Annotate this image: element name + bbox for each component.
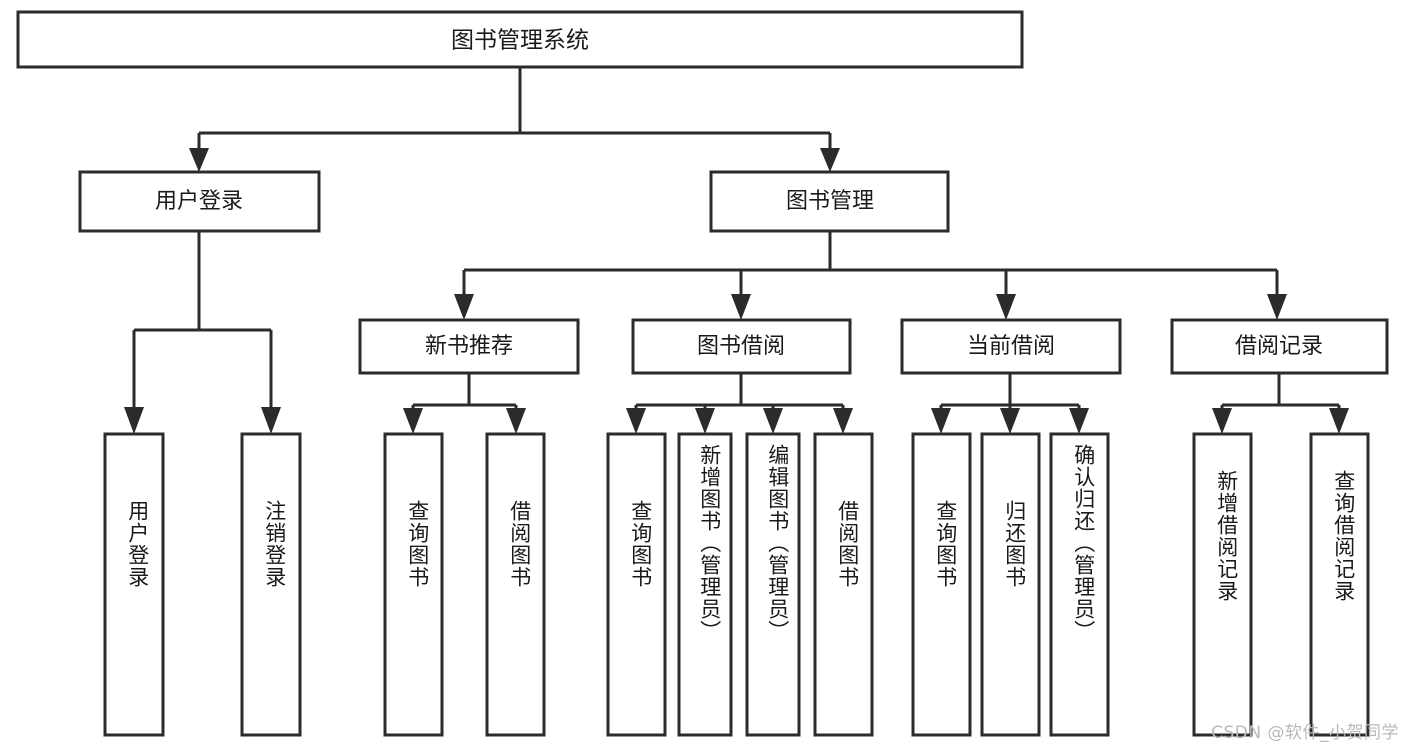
leaf-box-cur-query[interactable] — [911, 432, 972, 737]
node-book-borrow-label: 图书借阅 — [697, 334, 785, 359]
node-root[interactable]: 图书管理系统 — [16, 10, 1024, 69]
node-new-book-rec-label: 新书推荐 — [425, 334, 513, 359]
leaf-boxes — [103, 432, 1370, 737]
node-current-borrow-label: 当前借阅 — [967, 334, 1055, 359]
connector-bookmanage-to-level3 — [454, 231, 1287, 320]
connector-root-to-level2 — [189, 67, 840, 172]
node-book-borrow[interactable]: 图书借阅 — [631, 318, 852, 375]
leaf-box-cur-confirm[interactable] — [1049, 432, 1110, 737]
node-borrow-record-label: 借阅记录 — [1235, 334, 1323, 359]
node-borrow-record[interactable]: 借阅记录 — [1170, 318, 1389, 375]
csdn-watermark: CSDN @软件_小贺同学 — [1211, 723, 1399, 743]
connector-bookborrow-to-leaves — [626, 373, 853, 434]
leaf-box-logout[interactable] — [240, 432, 302, 737]
node-book-manage[interactable]: 图书管理 — [709, 170, 950, 233]
leaf-box-borrow-edit[interactable] — [745, 432, 801, 737]
leaf-box-cur-return[interactable] — [980, 432, 1041, 737]
leaf-box-rec-borrow[interactable] — [485, 432, 546, 737]
node-user-login-label: 用户登录 — [155, 189, 243, 214]
node-current-borrow[interactable]: 当前借阅 — [900, 318, 1122, 375]
connector-currentborrow-to-leaves — [931, 373, 1089, 434]
leaf-box-user-login[interactable] — [103, 432, 165, 737]
node-user-login[interactable]: 用户登录 — [78, 170, 321, 233]
leaf-box-rec-query[interactable] — [383, 432, 444, 737]
leaf-box-borrow-add[interactable] — [677, 432, 733, 737]
leaf-box-borrow-query[interactable] — [606, 432, 667, 737]
leaf-box-borrow-do[interactable] — [813, 432, 874, 737]
node-new-book-rec[interactable]: 新书推荐 — [358, 318, 580, 375]
node-book-manage-label: 图书管理 — [786, 189, 874, 214]
leaf-box-record-add[interactable] — [1192, 432, 1253, 737]
leaf-box-record-query[interactable] — [1309, 432, 1370, 737]
connector-userlogin-to-leaves — [124, 231, 281, 434]
connector-borrowrecord-to-leaves — [1212, 373, 1349, 434]
node-root-label: 图书管理系统 — [451, 28, 589, 54]
connector-newbook-to-leaves — [403, 373, 526, 434]
